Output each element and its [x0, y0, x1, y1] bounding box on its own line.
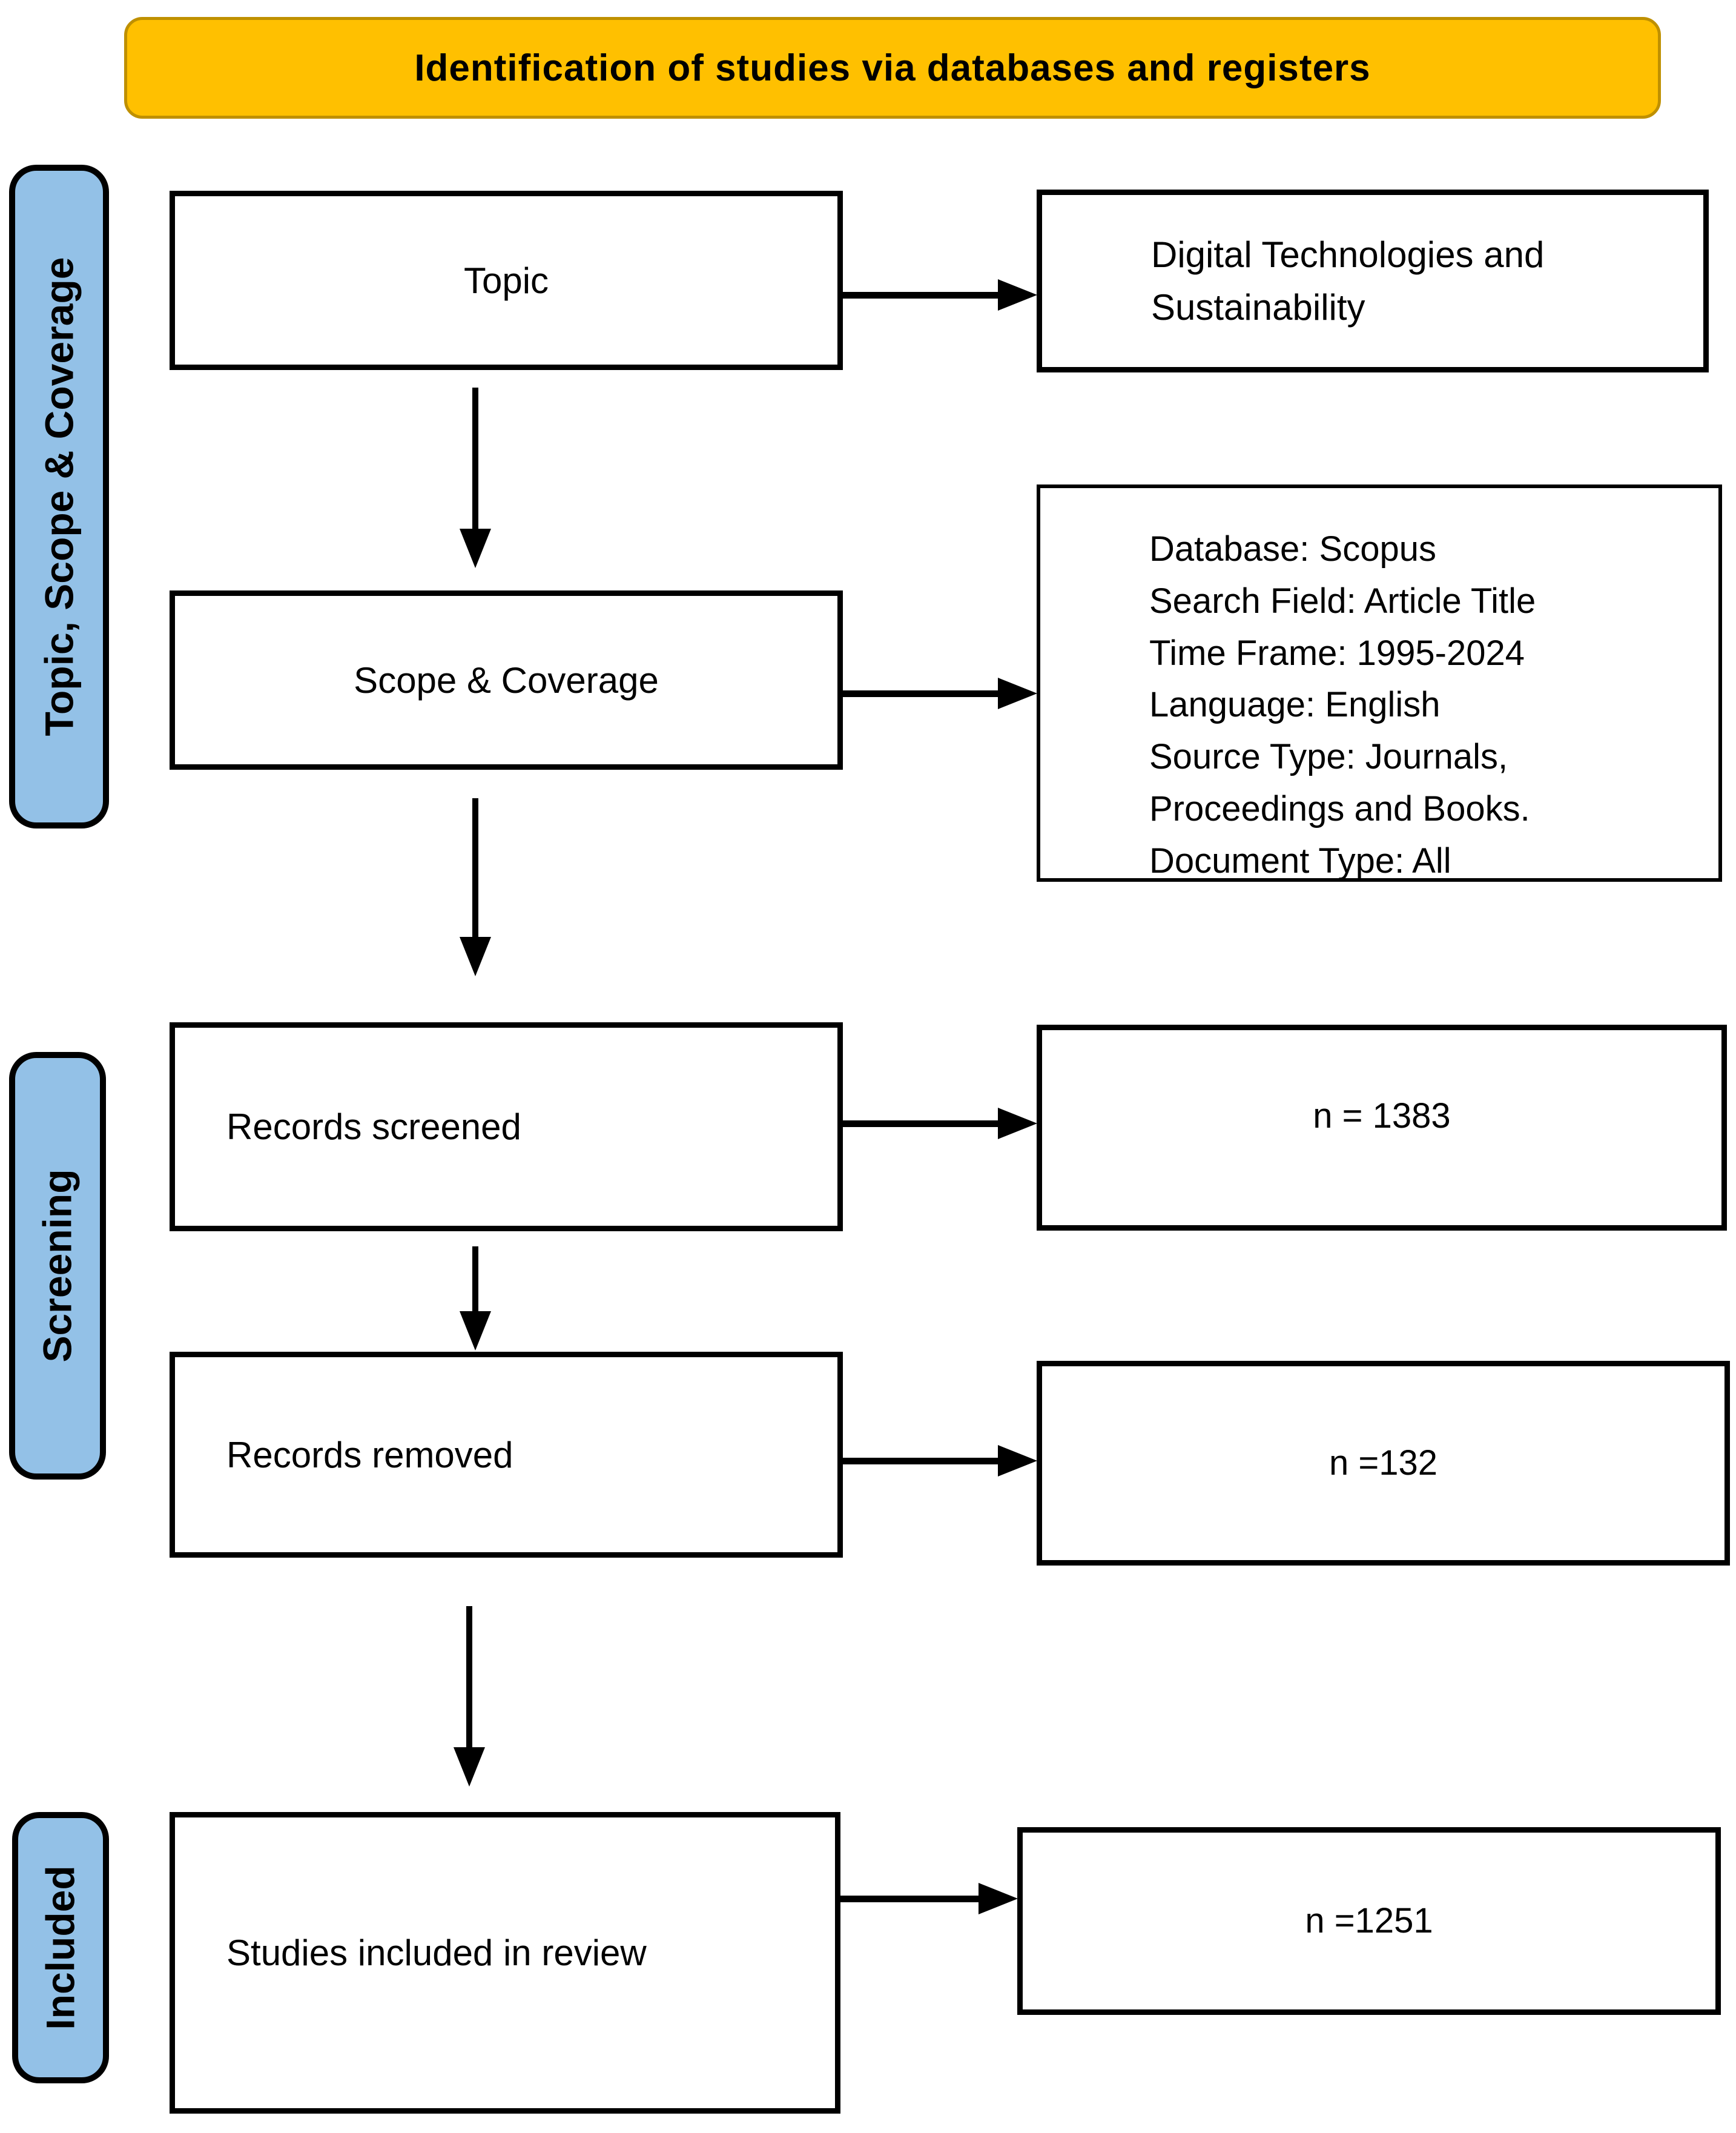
- box-topic: Topic: [170, 191, 843, 370]
- stage-included-label: Included: [38, 1865, 84, 2030]
- box-topic-detail: Digital Technologies and Sustainability: [1037, 190, 1709, 372]
- box-scope-detail: Database: Scopus Search Field: Article T…: [1037, 484, 1722, 882]
- arrow-screened-down-head: [460, 1311, 491, 1351]
- box-studies-included-label: Studies included in review: [226, 1933, 647, 1973]
- box-scope-detail-text: Database: Scopus Search Field: Article T…: [1149, 529, 1536, 881]
- arrow-screened-right-shaft: [843, 1120, 999, 1127]
- box-topic-detail-text: Digital Technologies and Sustainability: [1151, 234, 1545, 328]
- stage-included: Included: [12, 1812, 109, 2083]
- arrow-scope-right-head: [998, 678, 1037, 709]
- arrow-removed-right-shaft: [843, 1458, 999, 1464]
- arrow-included-right-head: [979, 1883, 1018, 1914]
- box-scope-coverage: Scope & Coverage: [170, 590, 843, 770]
- box-n-removed-value: n =132: [1328, 1443, 1437, 1483]
- box-records-screened-label: Records screened: [226, 1106, 521, 1147]
- box-records-screened: Records screened: [170, 1022, 843, 1231]
- stage-screening-label: Screening: [35, 1169, 81, 1363]
- box-n-included-value: n =1251: [1305, 1900, 1433, 1940]
- box-n-removed: n =132: [1037, 1361, 1730, 1566]
- arrow-screened-down-shaft: [472, 1246, 478, 1313]
- diagram-title: Identification of studies via databases …: [414, 47, 1371, 89]
- arrow-topic-down-shaft: [472, 388, 478, 532]
- arrow-scope-right-shaft: [843, 690, 999, 697]
- arrow-removed-right-head: [998, 1445, 1037, 1477]
- box-scope-coverage-label: Scope & Coverage: [354, 660, 659, 701]
- arrow-topic-right-shaft: [843, 292, 999, 299]
- box-records-removed-label: Records removed: [226, 1434, 513, 1475]
- arrow-topic-down-head: [460, 529, 491, 568]
- box-topic-label: Topic: [463, 260, 549, 301]
- box-n-screened-value: n = 1383: [1313, 1096, 1451, 1136]
- arrow-scope-down-shaft: [472, 798, 478, 939]
- stage-topic-scope-coverage: Topic, Scope & Coverage: [9, 165, 109, 828]
- box-n-screened: n = 1383: [1037, 1025, 1727, 1231]
- title-banner: Identification of studies via databases …: [124, 17, 1661, 119]
- stage-topic-scope-coverage-label: Topic, Scope & Coverage: [36, 257, 82, 736]
- stage-screening: Screening: [9, 1052, 106, 1480]
- arrow-topic-right-head: [998, 279, 1037, 311]
- arrow-removed-down-head: [454, 1747, 485, 1787]
- arrow-scope-down-head: [460, 937, 491, 976]
- box-records-removed: Records removed: [170, 1352, 843, 1558]
- box-n-included: n =1251: [1017, 1827, 1721, 2015]
- arrow-screened-right-head: [998, 1108, 1037, 1139]
- box-studies-included: Studies included in review: [170, 1812, 840, 2114]
- arrow-included-right-shaft: [840, 1896, 980, 1902]
- arrow-removed-down-shaft: [466, 1606, 472, 1749]
